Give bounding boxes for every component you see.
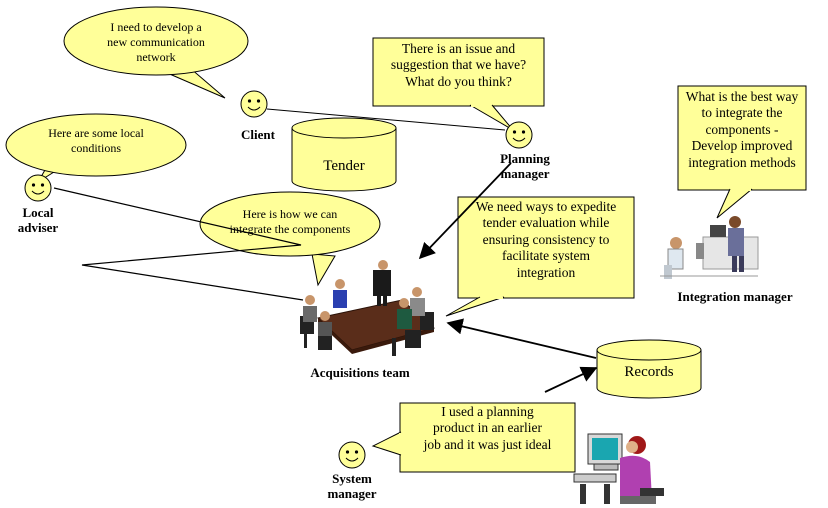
- system-manager-label: System manager: [327, 471, 377, 501]
- smiley-face-icon: [338, 441, 366, 469]
- acquisitions-bubble-text: Here is how we can integrate the compone…: [229, 207, 351, 236]
- client-bubble-text: I need to develop a new communication ne…: [107, 20, 205, 64]
- tender-label: Tender: [323, 158, 365, 174]
- local-adviser-speech-bubble: [5, 113, 187, 183]
- system-to-records-arrow: [544, 366, 598, 393]
- system-callout-text: I used a planning product in an earlier …: [423, 404, 552, 452]
- meeting-table-icon: [300, 260, 436, 356]
- planning-manager-label: Planning manager: [500, 151, 550, 181]
- local-adviser-label: Local adviser: [17, 205, 59, 235]
- acquisitions-team-label: Acquisitions team: [310, 365, 410, 380]
- smiley-face-icon: [24, 174, 52, 202]
- tender-datastore: [291, 117, 397, 192]
- records-datastore: [596, 339, 702, 399]
- smiley-face-icon: [240, 90, 268, 118]
- integration-callout-box: [677, 85, 807, 219]
- local-adviser-connector: [53, 187, 304, 301]
- lab-workers-icon: [660, 216, 759, 279]
- acquisitions-callout-box: [445, 196, 635, 317]
- computer-user-icon: [573, 433, 664, 504]
- client-label: Client: [241, 127, 275, 142]
- client-planning-connector: [266, 108, 506, 131]
- acquisitions-callout-text: We need ways to expedite tender evaluati…: [475, 199, 617, 280]
- records-to-team-arrow: [446, 318, 597, 359]
- client-speech-bubble: [63, 6, 249, 99]
- planning-to-team-arrow: [418, 162, 512, 260]
- records-label: Records: [624, 364, 674, 380]
- system-callout-box: [371, 402, 576, 473]
- planning-callout-text: There is an issue and suggestion that we…: [390, 41, 527, 89]
- integration-callout-text: What is the best way to integrate the co…: [685, 89, 799, 170]
- integration-manager-label: Integration manager: [677, 289, 793, 304]
- smiley-face-icon: [505, 121, 533, 149]
- local-adviser-bubble-text: Here are some local conditions: [48, 126, 144, 155]
- planning-callout-box: [372, 37, 545, 131]
- acquisitions-speech-bubble: [199, 191, 381, 287]
